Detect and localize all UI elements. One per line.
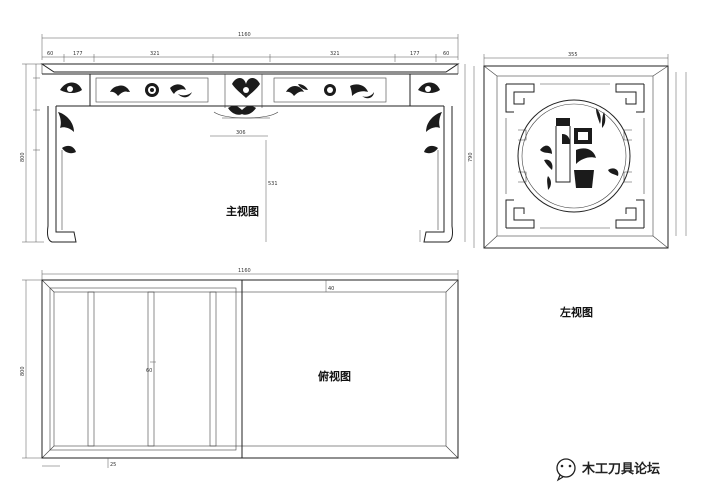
top-view-label: 俯视图 <box>318 369 351 383</box>
front-view-label: 主视图 <box>226 204 259 218</box>
side-view: 355 790 左视图 <box>468 52 687 319</box>
top-view: 1160 800 40 60 25 俯视图 <box>20 268 459 468</box>
side-width-dim: 355 <box>568 52 578 58</box>
watermark-text: 木工刀具论坛 <box>581 461 660 477</box>
top-offset-dim: 40 <box>328 286 334 292</box>
seg-dim-5: 177 <box>410 51 420 57</box>
wechat-icon <box>556 458 576 482</box>
seg-dim-1: 60 <box>47 51 53 57</box>
front-leg-height-dim: 531 <box>268 181 278 187</box>
side-height-dim: 790 <box>468 152 474 162</box>
watermark: 木工刀具论坛 <box>556 458 660 482</box>
top-board-dim: 60 <box>146 368 152 374</box>
top-depth-dim: 800 <box>20 366 26 376</box>
front-center-dim: 306 <box>236 130 246 136</box>
seg-dim-2: 177 <box>73 51 83 57</box>
side-view-label: 左视图 <box>559 305 593 319</box>
seg-dim-6: 60 <box>443 51 449 57</box>
front-height-dim: 800 <box>20 152 26 162</box>
bottom-mark-dim: 25 <box>110 462 116 468</box>
front-view: 1160 60 177 321 321 177 60 800 <box>20 32 466 243</box>
seg-dim-3: 321 <box>150 51 160 57</box>
seg-dim-4: 321 <box>330 51 340 57</box>
top-width-dim: 1160 <box>238 268 251 274</box>
front-width-dim: 1160 <box>238 32 251 38</box>
